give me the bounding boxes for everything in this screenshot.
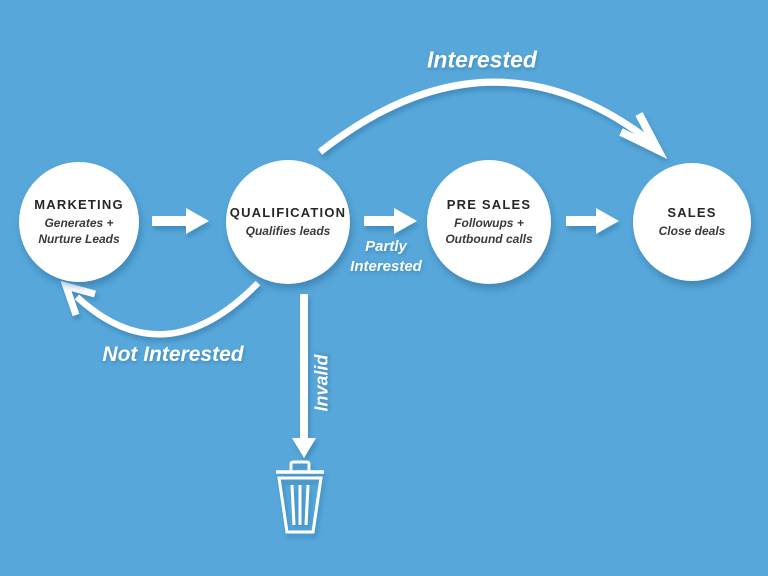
node-presales-subtitle: Followups + Outbound calls [445, 215, 533, 246]
node-marketing-subtitle: Generates + Nurture Leads [38, 215, 120, 246]
node-qualification-title: QUALIFICATION [229, 204, 347, 220]
node-qualification-subtitle: Qualifies leads [245, 223, 331, 238]
arrow-interested-curve [317, 78, 653, 155]
label-interested: Interested [427, 46, 537, 73]
arrow-invalid [292, 294, 316, 458]
arrow-not-interested-curve [74, 280, 261, 338]
node-sales: SALES Close deals [633, 163, 751, 281]
label-invalid: Invalid [311, 354, 332, 412]
arrow-marketing-to-qualification [152, 208, 209, 234]
node-presales: PRE SALES Followups + Outbound calls [427, 160, 551, 284]
node-sales-subtitle: Close deals [658, 223, 726, 238]
node-marketing: MARKETING Generates + Nurture Leads [19, 162, 139, 282]
trash-icon [276, 460, 324, 534]
node-sales-title: SALES [667, 204, 717, 220]
node-presales-title: PRE SALES [446, 196, 532, 212]
arrow-qualification-to-presales [364, 208, 417, 234]
arrow-not-interested-head [60, 280, 96, 317]
node-marketing-title: MARKETING [34, 196, 124, 212]
arrow-interested-head [619, 112, 668, 159]
arrow-presales-to-sales [566, 208, 619, 234]
label-not-interested: Not Interested [102, 343, 244, 366]
label-partly-interested: Partly Interested [350, 237, 422, 275]
node-qualification: QUALIFICATION Qualifies leads [226, 160, 350, 284]
